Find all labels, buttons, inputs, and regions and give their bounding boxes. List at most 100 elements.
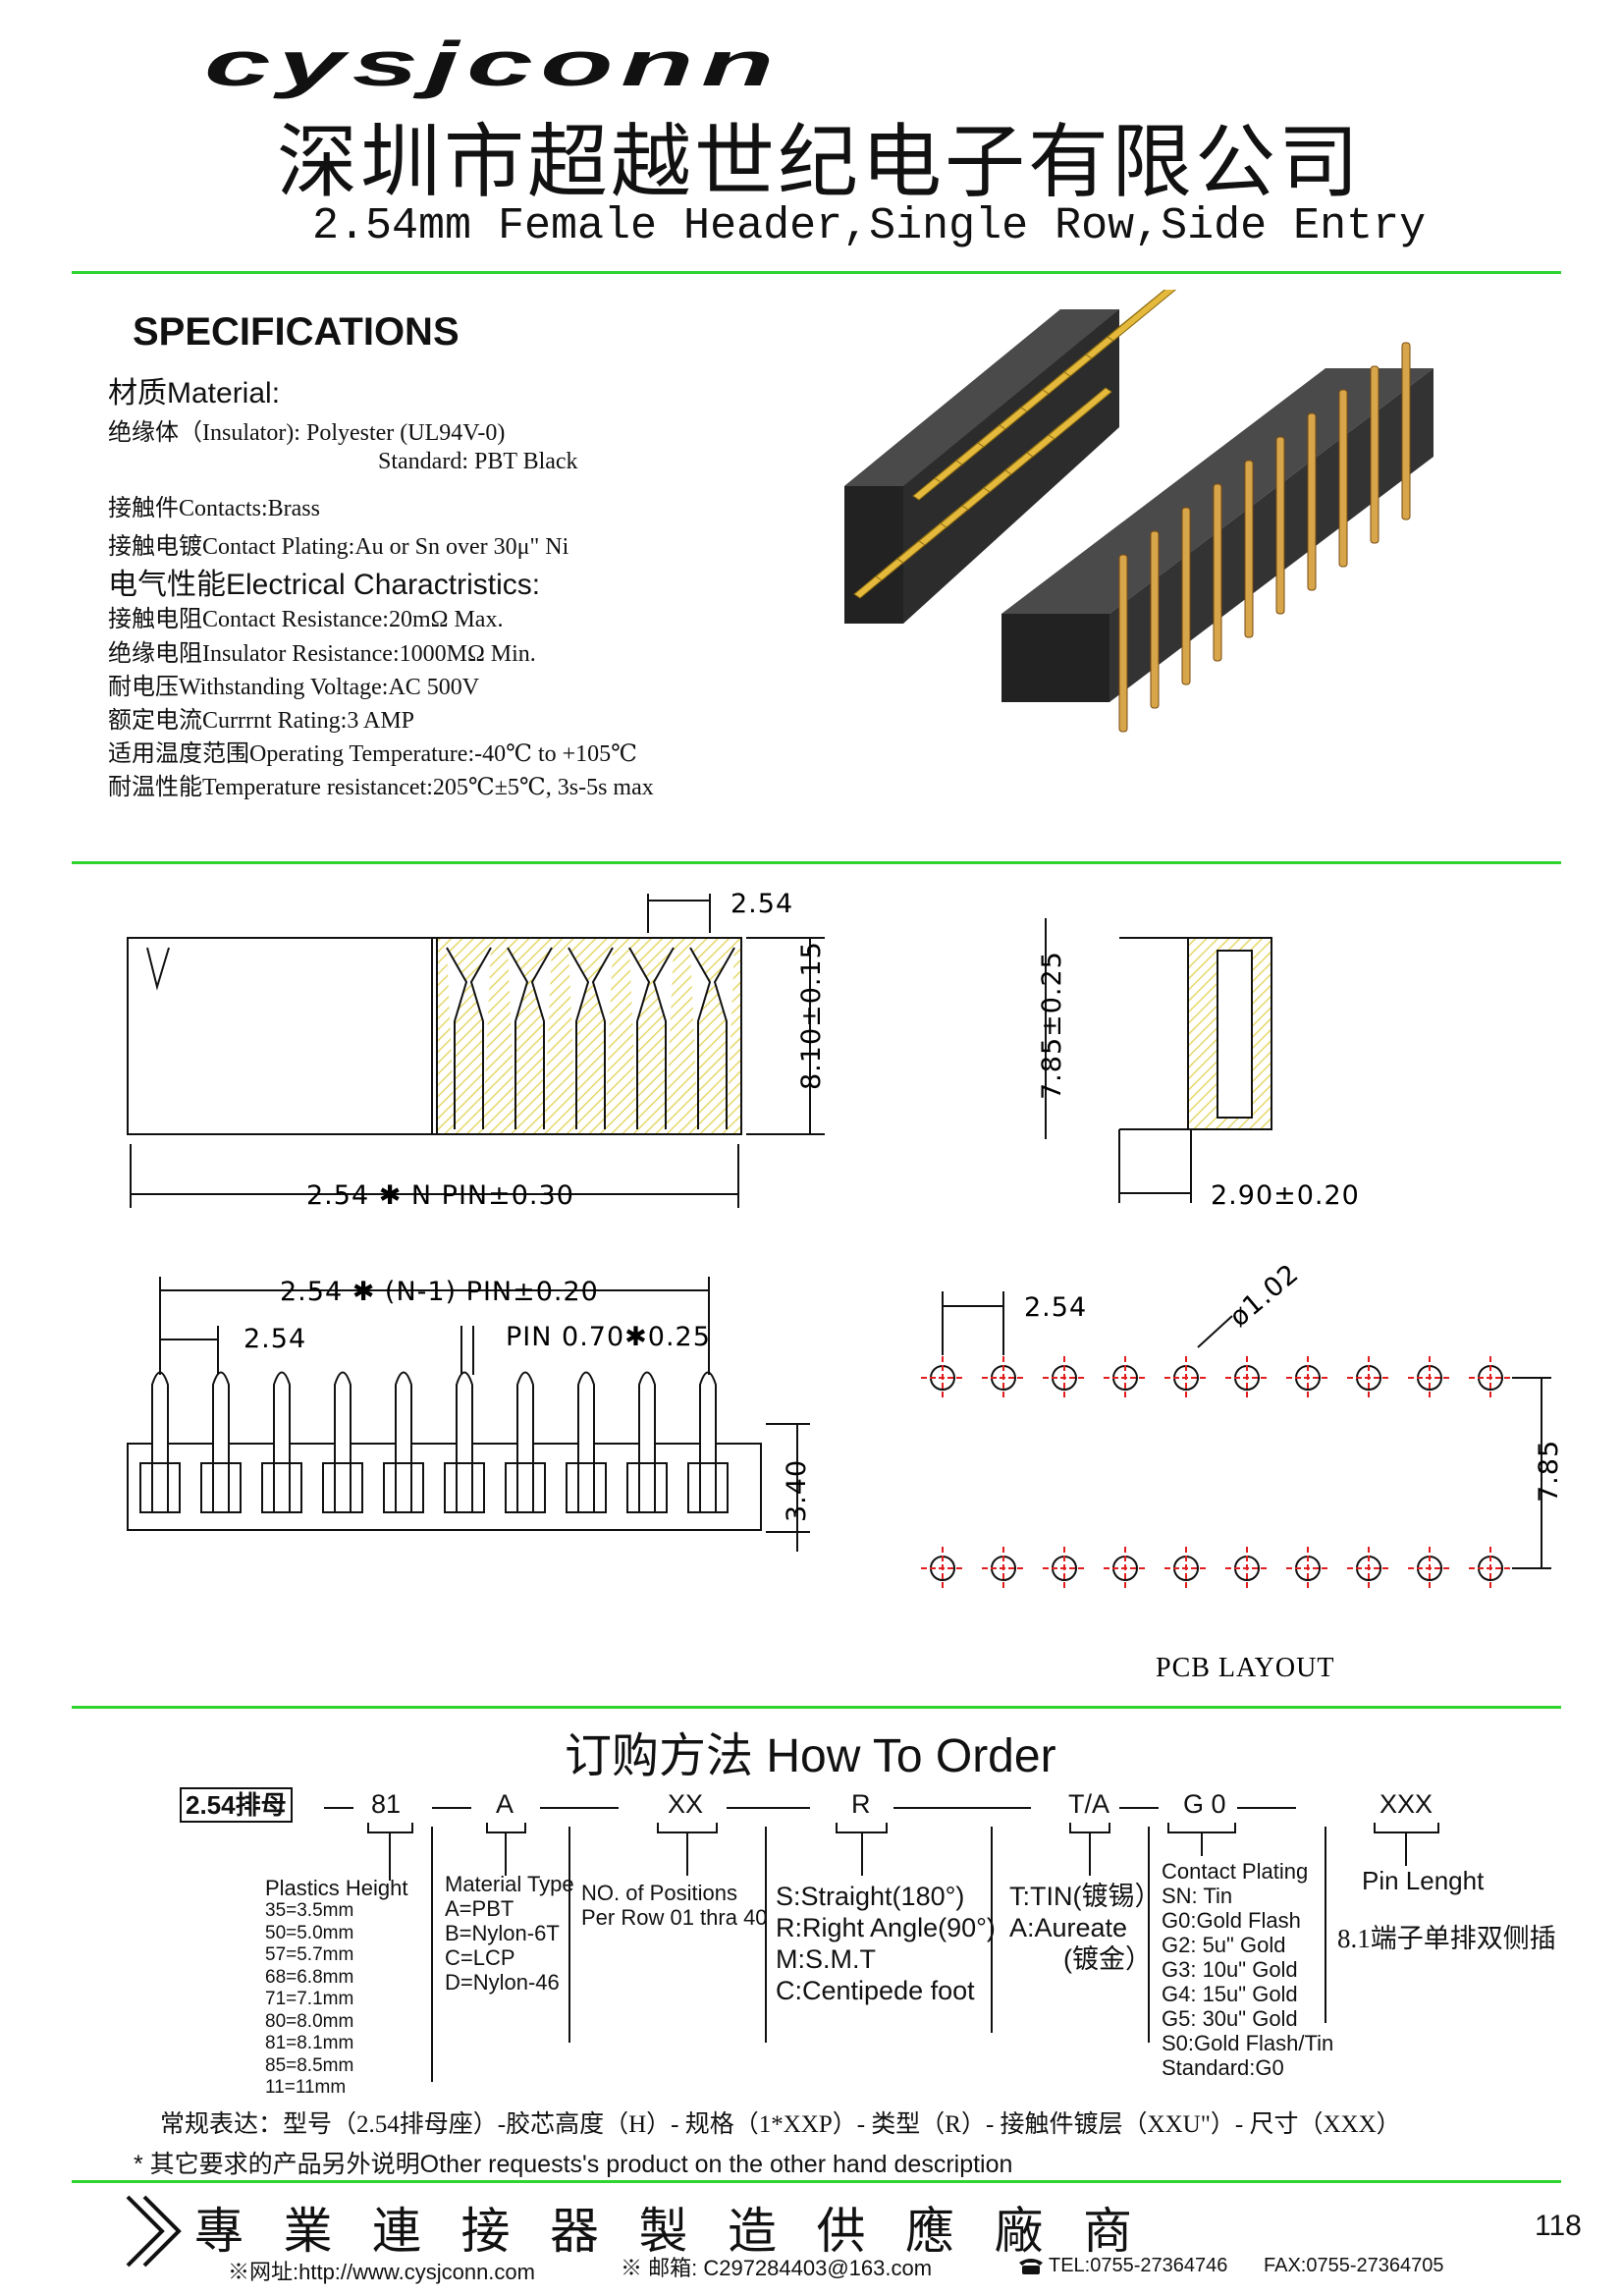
contact-plating-item: Standard:G0: [1162, 2055, 1284, 2080]
header-divider: [72, 271, 1561, 274]
positions-line1: NO. of Positions: [581, 1881, 737, 1905]
material-type-item: D=Nylon-46: [445, 1970, 560, 1995]
pcb-hole-cross: [1469, 1356, 1512, 1399]
plastics-height-item: 57=5.7mm: [265, 1944, 354, 1965]
spec-line: 接触电镀Contact Plating:Au or Sn over 30μ" N…: [108, 534, 569, 560]
contact-plating-item: G2: 5u" Gold: [1162, 1933, 1286, 1957]
plastics-height-item: 80=8.0mm: [265, 2010, 354, 2032]
plastics-height-item: 85=8.5mm: [265, 2054, 354, 2076]
code-type: R: [851, 1789, 871, 1819]
drawing-divider: [72, 1706, 1561, 1709]
pin-slot: [444, 1462, 485, 1513]
pcb-pitch: 2.54: [1024, 1292, 1087, 1323]
spec-line: 接触电阻Contact Resistance:20mΩ Max.: [108, 607, 504, 632]
contact-plating-item: G3: 10u" Gold: [1162, 1957, 1298, 1982]
product-3d-image: [844, 290, 1434, 733]
material-type-block: Material Type A=PBT B=Nylon-6T C=LCP D=N…: [445, 1872, 574, 1995]
pcb-hole-cross: [1104, 1356, 1147, 1399]
front-pin: [1181, 507, 1191, 685]
contact-plating-item: G4: 15u" Gold: [1162, 1982, 1298, 2006]
positions-block: NO. of Positions Per Row 01 thra 40: [581, 1881, 768, 1930]
dim-span: 2.54 ✱ (N-1) PIN±0.20: [280, 1277, 599, 1307]
type-block: S:Straight(180°) R:Right Angle(90°) M:S.…: [776, 1881, 996, 2006]
front-contact: [628, 947, 675, 1129]
pcb-hole-cross: [1225, 1547, 1269, 1590]
pin-slot: [566, 1462, 607, 1513]
pin-slot: [687, 1462, 729, 1513]
spec-line: 电气性能Electrical Charactristics:: [108, 569, 541, 601]
pcb-hole-cross: [1408, 1547, 1451, 1590]
spec-line: 耐温性能Temperature resistancet:205℃±5℃, 3s-…: [108, 775, 654, 800]
pcb-layout-label: PCB LAYOUT: [1156, 1653, 1334, 1683]
back-pin-lower: [1048, 387, 1112, 440]
plastics-height-item: 81=8.1mm: [265, 2033, 354, 2053]
plastics-height-item: 11=11mm: [265, 2077, 347, 2098]
specifications-title: SPECIFICATIONS: [133, 310, 460, 354]
front-pin: [1244, 460, 1254, 638]
pcb-hole-cross: [1286, 1356, 1329, 1399]
pin-view-body: [127, 1443, 762, 1531]
dim-pitch-top: 2.54: [730, 889, 793, 919]
type-item: R:Right Angle(90°): [776, 1913, 996, 1942]
material-type-item: B=Nylon-6T: [445, 1921, 560, 1945]
chevron-logo-icon: [126, 2195, 182, 2268]
product-title: 2.54mm Female Header,Single Row,Side Ent…: [312, 201, 1427, 251]
pin-length-title: Pin Lenght: [1362, 1866, 1485, 1895]
pcb-hole-cross: [1225, 1356, 1269, 1399]
pin-slot: [139, 1462, 181, 1513]
pcb-hole-cross: [1286, 1547, 1329, 1590]
type-item: S:Straight(180°): [776, 1882, 965, 1911]
order-title: 订购方法 How To Order: [565, 1730, 1056, 1782]
plastics-height-title: Plastics Height: [265, 1876, 408, 1900]
regular-expression: 常规表达：型号（2.54排母座）-胶芯高度（H）- 规格（1*XXP）- 类型（…: [160, 2111, 1401, 2138]
spec-divider: [72, 861, 1561, 864]
connector-back: [844, 309, 1119, 624]
plastics-height-block: Plastics Height 35=3.5mm 50=5.0mm 57=5.7…: [265, 1876, 408, 2100]
front-pin: [1213, 483, 1222, 662]
pin-slot: [383, 1462, 424, 1513]
pcb-hole-cross: [1164, 1547, 1208, 1590]
pin-outline: [273, 1371, 291, 1512]
dim-side-width: 2.90±0.20: [1211, 1180, 1360, 1211]
code-positions: XX: [668, 1789, 704, 1819]
front-pin: [1401, 342, 1411, 520]
front-pin: [1118, 554, 1128, 733]
spec-line: 适用温度范围Operating Temperature:-40℃ to +105…: [108, 741, 638, 767]
other-requests-note: * 其它要求的产品另外说明Other requests's product on…: [134, 2151, 1013, 2178]
spec-line: 绝缘电阻Insulator Resistance:1000MΩ Min.: [108, 641, 536, 667]
front-contact: [568, 947, 614, 1129]
pcb-hole-cross: [1164, 1356, 1208, 1399]
contact-plating-title: Contact Plating: [1162, 1859, 1309, 1884]
pcb-hole-cross: [921, 1356, 964, 1399]
fax: FAX:0755-27364705: [1264, 2255, 1444, 2276]
pcb-hole-cross: [1347, 1356, 1390, 1399]
code-height: 81: [371, 1789, 402, 1819]
dim-height-front: 8.10±0.15: [796, 941, 827, 1090]
pin-outline: [456, 1371, 473, 1512]
front-pin: [1370, 365, 1380, 544]
dim-side-height: 7.85±0.25: [1037, 951, 1067, 1100]
positions-line2: Per Row 01 thra 40: [581, 1905, 768, 1930]
plastics-height-item: 68=6.8mm: [265, 1966, 354, 1988]
contact-plating-item: S0:Gold Flash/Tin: [1162, 2031, 1334, 2055]
code-length: XXX: [1380, 1789, 1434, 1819]
front-contact: [446, 947, 492, 1129]
spec-line: 绝缘体（Insulator): Polyester (UL94V-0): [108, 420, 506, 446]
pcb-hole-cross: [1043, 1547, 1086, 1590]
company-logo: cysjconn: [204, 28, 782, 99]
front-contact: [507, 947, 553, 1129]
pin-outline: [699, 1371, 717, 1512]
plastics-height-item: 71=7.1mm: [265, 1989, 354, 2009]
dim-length: 2.54 ✱ N PIN±0.30: [306, 1180, 574, 1211]
spec-line: 耐电压Withstanding Voltage:AC 500V: [108, 675, 480, 700]
pin-outline: [151, 1371, 169, 1512]
phone-icon: [1019, 2259, 1043, 2274]
spec-line: Standard: PBT Black: [378, 449, 578, 474]
contact-plating-item: G5: 30u" Gold: [1162, 2006, 1298, 2031]
pin-length-desc: 8.1端子单排双侧插: [1337, 1924, 1556, 1953]
pin-outline: [577, 1371, 595, 1512]
email: ※ 邮箱: C297284403@163.com: [621, 2256, 933, 2280]
spec-line: 额定电流Currrnt Rating:3 AMP: [108, 708, 415, 734]
plastics-height-item: 50=5.0mm: [265, 1922, 354, 1943]
tin-line2: A:Aureate: [1009, 1913, 1128, 1942]
